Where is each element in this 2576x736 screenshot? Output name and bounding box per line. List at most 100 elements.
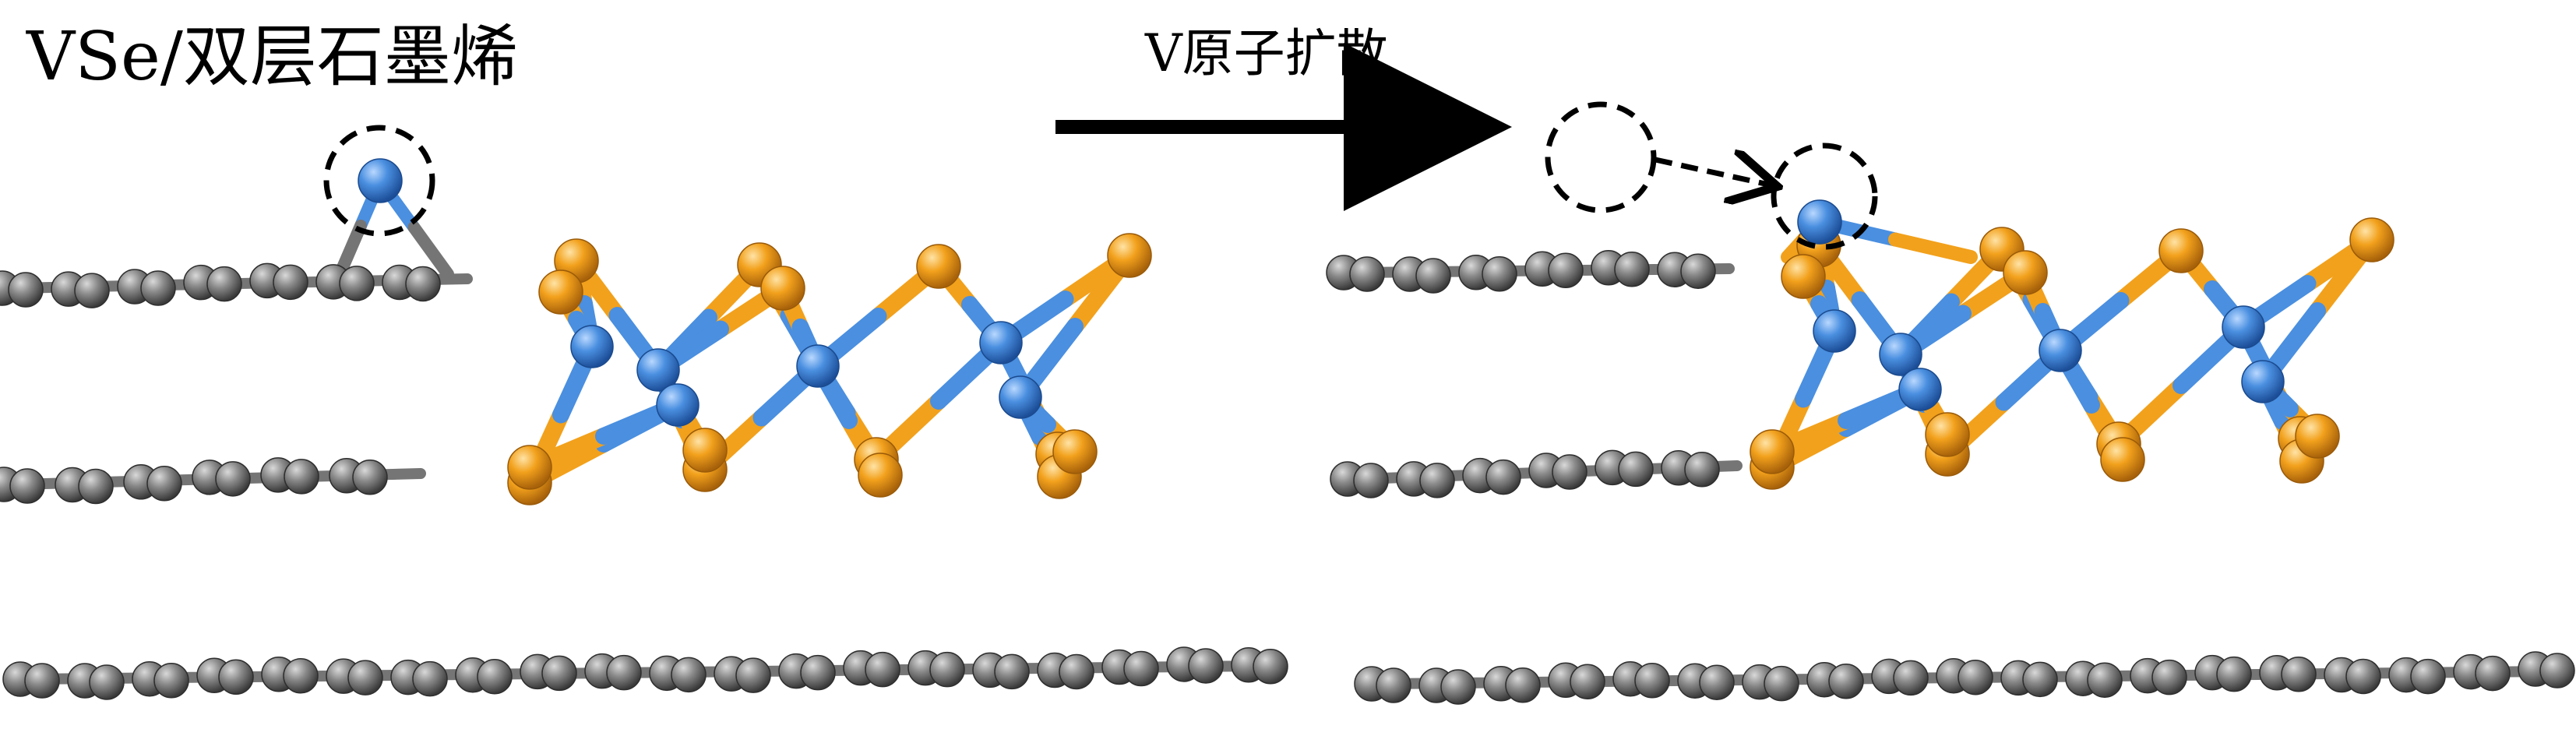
carbon-atom-icon — [1684, 451, 1720, 488]
vanadium-atom-icon — [656, 383, 700, 427]
carbon-atom-icon — [800, 654, 836, 691]
carbon-atom-icon — [1764, 665, 1799, 702]
selenium-atom-icon — [2003, 250, 2048, 295]
carbon-atom-icon — [606, 654, 642, 691]
selenium-atom-icon — [507, 445, 552, 490]
bond — [335, 220, 367, 277]
selenium-atom-icon — [1052, 429, 1098, 474]
carbon-atom-icon — [2475, 655, 2511, 692]
vanadium-atom-icon — [999, 375, 1042, 419]
carbon-atom-icon — [284, 459, 319, 495]
carbon-atom-icon — [412, 660, 448, 697]
vanadium-atom-icon — [636, 348, 680, 392]
carbon-atom-icon — [2345, 658, 2381, 695]
carbon-atom-icon — [218, 659, 254, 696]
carbon-atom-icon — [2216, 656, 2252, 692]
selenium-atom-icon — [2295, 414, 2340, 459]
carbon-atom-icon — [89, 664, 125, 700]
carbon-atom-icon — [1893, 660, 1929, 696]
carbon-atom-icon — [2022, 661, 2058, 698]
carbon-atom-icon — [1253, 649, 1288, 685]
carbon-atom-icon — [24, 663, 60, 699]
carbon-atom-icon — [146, 466, 182, 502]
selenium-atom-icon — [682, 428, 728, 473]
carbon-atom-icon — [1570, 664, 1605, 700]
selenium-atom-icon — [2349, 217, 2395, 262]
selenium-atom-icon — [1781, 254, 1826, 299]
carbon-atom-icon — [215, 461, 251, 497]
carbon-atom-icon — [865, 651, 900, 688]
carbon-atom-icon — [1440, 669, 1476, 705]
carbon-atom-icon — [1618, 451, 1654, 488]
carbon-atom-icon — [1059, 653, 1094, 690]
selenium-atom-icon — [858, 453, 903, 498]
carbon-atom-icon — [206, 266, 242, 302]
selenium-atom-icon — [1925, 412, 1970, 457]
carbon-atom-icon — [2151, 659, 2187, 696]
carbon-atom-icon — [2410, 658, 2446, 695]
carbon-atom-icon — [78, 468, 114, 505]
carbon-atom-icon — [1505, 667, 1541, 703]
carbon-atom-icon — [140, 270, 176, 306]
carbon-atom-icon — [1699, 664, 1735, 700]
carbon-atom-icon — [671, 657, 707, 693]
carbon-atom-icon — [347, 660, 383, 696]
selenium-atom-icon — [916, 244, 961, 289]
carbon-atom-icon — [1376, 667, 1411, 703]
carbon-atom-icon — [1188, 648, 1224, 684]
carbon-atom-icon — [1419, 463, 1455, 498]
carbon-atom-icon — [1485, 459, 1521, 495]
bond — [407, 221, 454, 280]
vanadium-atom-icon — [1879, 333, 1922, 376]
carbon-atom-icon — [153, 663, 189, 699]
vanadium-atom-icon — [358, 158, 403, 203]
carbon-atom-icon — [1680, 253, 1716, 289]
vanadium-atom-icon — [2222, 305, 2265, 349]
dashed-circle-marker-icon — [1545, 101, 1657, 213]
carbon-atom-icon — [1353, 463, 1389, 498]
diffusion-path-arrow-icon — [1654, 160, 1772, 185]
carbon-atom-icon — [735, 657, 771, 693]
selenium-atom-icon — [2158, 228, 2204, 273]
vanadium-atom-icon — [979, 321, 1023, 364]
carbon-atom-icon — [1828, 663, 1864, 699]
carbon-atom-icon — [9, 468, 45, 504]
carbon-atom-icon — [2539, 653, 2575, 688]
selenium-atom-icon — [760, 266, 805, 311]
vanadium-atom-icon — [2039, 329, 2082, 372]
carbon-atom-icon — [74, 273, 110, 308]
carbon-atom-icon — [2281, 656, 2317, 692]
carbon-atom-icon — [1548, 252, 1584, 289]
selenium-atom-icon — [1750, 429, 1795, 474]
selenium-atom-icon — [538, 269, 583, 315]
selenium-atom-icon — [2100, 437, 2145, 482]
vanadium-atom-icon — [2241, 360, 2285, 403]
carbon-atom-icon — [1349, 256, 1385, 292]
carbon-atom-icon — [1958, 659, 1993, 696]
carbon-atom-icon — [1415, 258, 1451, 294]
carbon-atom-icon — [405, 266, 441, 302]
vanadium-atom-icon — [796, 344, 840, 388]
carbon-atom-icon — [283, 658, 319, 694]
figure-title: VSe/双层石墨烯 — [26, 18, 518, 96]
vanadium-atom-icon — [570, 325, 614, 368]
carbon-atom-icon — [1552, 454, 1588, 490]
vanadium-atom-icon — [1898, 368, 1942, 411]
carbon-atom-icon — [339, 266, 375, 301]
carbon-atom-icon — [994, 653, 1030, 690]
carbon-atom-icon — [352, 460, 388, 495]
dashed-circle-marker-icon — [323, 125, 435, 237]
carbon-atom-icon — [273, 264, 308, 301]
carbon-atom-icon — [477, 658, 513, 695]
selenium-atom-icon — [1107, 233, 1152, 278]
carbon-atom-icon — [929, 651, 965, 688]
carbon-atom-icon — [2087, 662, 2123, 698]
carbon-atom-icon — [1482, 256, 1517, 292]
vanadium-atom-icon — [1813, 309, 1856, 353]
carbon-atom-icon — [8, 272, 44, 308]
carbon-atom-icon — [1634, 663, 1670, 699]
vanadium-atom-icon — [1797, 199, 1842, 245]
bond — [1888, 232, 1978, 264]
